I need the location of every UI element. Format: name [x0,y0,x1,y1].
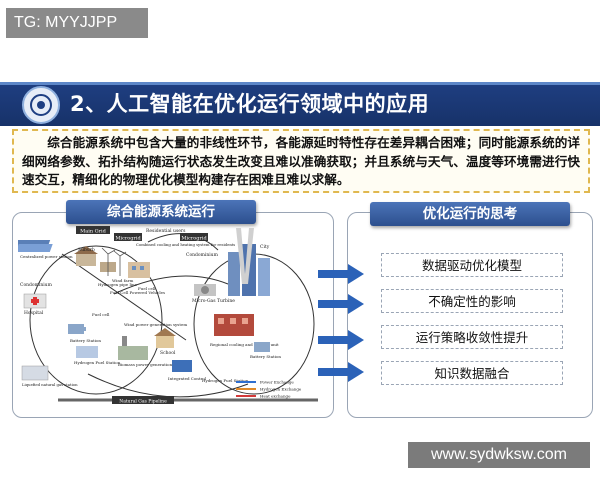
left-battery-label: Battery Station [70,338,101,343]
city-towers-icon [228,228,270,296]
left-panel-header: 综合能源系统运行 [66,200,256,224]
arrow-right-icon [318,264,364,284]
title-bar [0,82,600,126]
biomass-plant-icon [118,336,148,360]
thinking-item-uncertainty: 不确定性的影响 [381,289,563,313]
hydrogen-station-label: Hydrogen Fuel Station [74,360,121,365]
diagram-legend: Power Exchange Hydrogen Exchange Heat ex… [236,380,302,399]
main-grid-label: Main Grid [80,229,106,235]
regional-cooling-icon [214,314,254,336]
school-label: School [160,350,176,356]
top-tag: TG: MYYJJPP [6,8,148,38]
hospital-label: Hospital [24,310,44,316]
legend-hydrogen-label: Hydrogen Exchange [260,387,302,392]
hydrogen-station-icon [76,346,98,358]
site-watermark: www.sydwksw.com [408,442,590,468]
right-condominium-label: Condominium [186,252,219,258]
right-panel-header: 优化运行的思考 [370,202,570,226]
wind-farm-label: Wind farm [112,278,134,283]
arrow-right-icon [318,294,364,314]
intro-paragraph: 综合能源系统中包含大量的非线性环节，各能源延时特性存在差异耦合困难；同时能源系统… [12,129,590,193]
microgrid-loop-left [29,245,163,395]
right-battery-label: Battery Station [250,354,281,359]
slide-title: 2、人工智能在优化运行领域中的应用 [70,92,430,116]
natural-gas-label: Natural Gas Pipeline [119,399,167,405]
title-stripe [0,82,600,85]
microgrid-label-2: Microgrid [181,236,207,242]
right-battery-icon [254,342,270,352]
microgrid-tag-1 [114,233,142,241]
residential-label: Residential users [146,228,186,234]
city-label: City [260,244,270,250]
integrated-control-label: Integrated Control [168,376,207,381]
microgrid-label-1: Microgrid [115,236,141,242]
integrated-control-icon [172,360,192,372]
transmission-line [61,253,187,341]
micro-gas-turbine-icon [194,284,216,296]
energy-system-diagram: Main Grid Microgrid Microgrid Residentia… [18,226,318,405]
liquefied-gas-icon [21,365,49,381]
legend-power-label: Power Exchange [260,380,294,385]
centralized-pv-icon [18,240,53,252]
seal-center [37,101,45,109]
gas-pipeline-tag [112,396,174,404]
right-panel [347,212,593,418]
hydrogen-pipeline-label: Hydrogen pipe line [98,282,138,287]
biomass-label: Biomass power generation [118,362,173,367]
left-panel [12,212,334,418]
thinking-item-data-driven: 数据驱动优化模型 [381,253,563,277]
microgrid-tag-2 [180,233,208,241]
school-icon [154,328,176,348]
university-seal-icon [22,86,60,124]
wind-farm-icon [101,247,127,276]
regional-cooling-label: Regional cooling and heating unit [210,342,279,347]
wind-power-label: Wind power generation system [124,322,187,327]
main-grid-tag [76,226,110,234]
fuel-cell-vehicles-label: Fuel Cell Powered Vehicles [110,290,165,295]
centralized-pv-label: Centralized power station [20,254,73,259]
left-condominium-icon [128,262,150,278]
thinking-item-knowledge-fusion: 知识数据融合 [381,361,563,385]
left-battery-icon [68,324,86,334]
arrow-right-icon [318,330,364,350]
fuel-cell-label-2: Fuel cell [92,312,110,317]
combined-cooling-label: Combined cooling and heating system for … [136,242,235,247]
exchange-path-mid [113,275,229,295]
seal-ring [30,94,52,116]
hydrogen-fuel-label: Hydrogen Fuel Station [202,378,249,383]
liquefied-gas-label: Liquefied natural gas station [22,382,78,387]
thinking-item-convergence: 运行策略收敛性提升 [381,325,563,349]
legend-heat-label: Heat exchange [260,394,291,399]
suburb-label: Suburb [78,247,95,253]
micro-gas-turbine-label: Micro-Gas Turbine [192,298,235,304]
hospital-icon [23,293,47,309]
arrow-right-icon [318,362,364,382]
left-condominium-label: Condominium [20,282,53,288]
fuel-cell-label-1: Fuel cell [138,286,156,291]
